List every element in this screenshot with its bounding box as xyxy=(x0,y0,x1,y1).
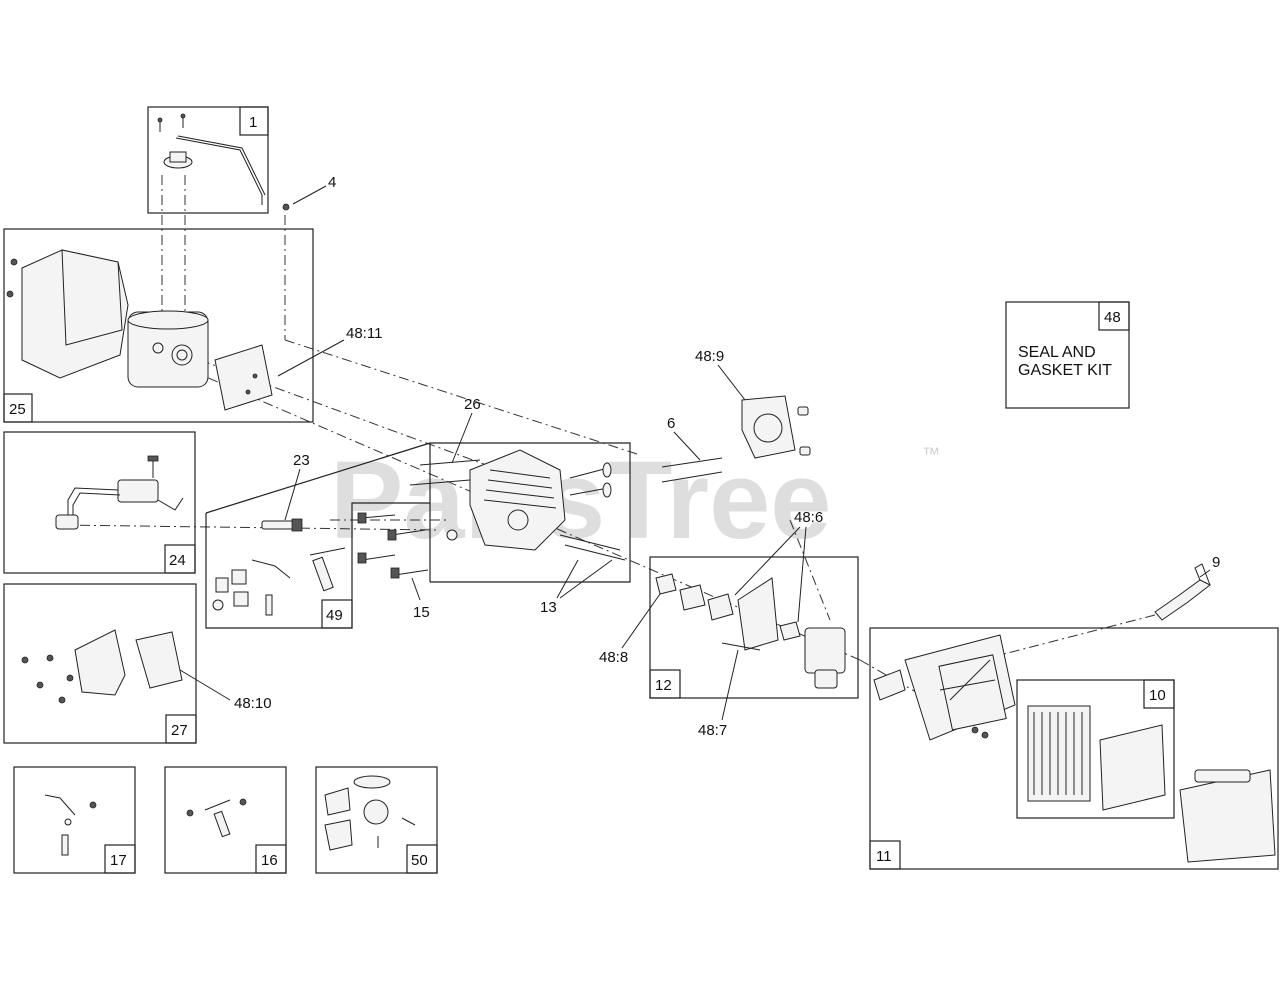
kit-line-2: GASKET KIT xyxy=(1018,362,1112,379)
push-rods-part xyxy=(661,457,723,483)
callout-48-9: 48:9 xyxy=(695,348,724,365)
callout-6: 6 xyxy=(667,415,675,432)
box-48-number: 48 xyxy=(1104,309,1121,326)
box-49[interactable]: 49 xyxy=(205,502,430,629)
callout-13: 13 xyxy=(540,599,557,616)
breather-tube-part xyxy=(1154,563,1211,621)
callout-48-10: 48:10 xyxy=(234,695,272,712)
air-cleaner-gasket-part xyxy=(873,669,906,701)
watermark-text: PartsTree xyxy=(330,439,831,562)
spark-plug-part xyxy=(261,518,303,532)
head-gasket-part xyxy=(741,395,811,459)
breather-assembly-part xyxy=(157,113,266,205)
box-27[interactable]: 27 xyxy=(3,583,197,744)
callout-23: 23 xyxy=(293,452,310,469)
valve-springs-part xyxy=(212,547,346,616)
box-16[interactable]: 16 xyxy=(164,766,287,874)
box-49-number: 49 xyxy=(326,607,343,624)
callout-9: 9 xyxy=(1212,554,1220,571)
box-17-number: 17 xyxy=(110,852,127,869)
carburetor-rebuild-kit-part xyxy=(324,775,416,851)
valve-cover-part xyxy=(21,629,183,704)
callout-48-6: 48:6 xyxy=(794,509,823,526)
box-1-number: 1 xyxy=(249,114,257,131)
box-50-number: 50 xyxy=(411,852,428,869)
box-48-seal-gasket-kit[interactable]: 48 SEAL AND GASKET KIT xyxy=(1005,301,1130,409)
pre-filter-part xyxy=(1099,724,1166,811)
callout-48-11: 48:11 xyxy=(346,325,382,342)
air-filter-element-part xyxy=(1027,705,1091,802)
box-11-number: 11 xyxy=(876,848,892,865)
box-17[interactable]: 17 xyxy=(13,766,136,874)
box-24[interactable]: 24 xyxy=(3,431,196,574)
box-11[interactable]: 11 xyxy=(869,627,1279,870)
box-12-number: 12 xyxy=(655,677,672,694)
callout-26: 26 xyxy=(464,396,481,413)
box-24-number: 24 xyxy=(169,552,186,569)
box-10-number: 10 xyxy=(1149,687,1166,704)
kit-line-1: SEAL AND xyxy=(1018,344,1096,361)
box-10[interactable]: 10 xyxy=(1016,679,1175,819)
box-1[interactable]: 1 xyxy=(147,106,269,214)
carburetor-gaskets-part xyxy=(655,573,801,651)
callout-15: 15 xyxy=(413,604,430,621)
ignition-coil-part xyxy=(55,455,184,530)
rocker-arm-part xyxy=(44,794,97,856)
trademark-symbol: ™ xyxy=(922,444,940,464)
box-27-number: 27 xyxy=(171,722,188,739)
air-cleaner-base-part xyxy=(904,634,1016,741)
air-cleaner-cover-part xyxy=(1179,769,1276,863)
callout-48-7: 48:7 xyxy=(698,722,727,739)
box-16-number: 16 xyxy=(261,852,278,869)
callout-4: 4 xyxy=(328,174,336,191)
carburetor-part xyxy=(721,627,846,689)
muffler-shield-part xyxy=(6,249,129,379)
box-25-number: 25 xyxy=(9,401,26,418)
studs-part xyxy=(409,459,626,561)
box-25[interactable]: 25 xyxy=(3,228,314,423)
cylinder-head-part xyxy=(446,449,566,551)
valves-part xyxy=(569,462,612,498)
box-cylinder-head[interactable] xyxy=(205,442,631,583)
box-50[interactable]: 50 xyxy=(315,766,438,874)
head-bolts-part xyxy=(357,512,429,579)
alignment-lines xyxy=(59,175,931,701)
box-12[interactable]: 12 xyxy=(649,556,859,699)
callout-48-8: 48:8 xyxy=(599,649,628,666)
rocker-stud-part xyxy=(186,798,247,838)
muffler-gasket-part xyxy=(214,344,273,411)
muffler-part xyxy=(127,310,209,388)
